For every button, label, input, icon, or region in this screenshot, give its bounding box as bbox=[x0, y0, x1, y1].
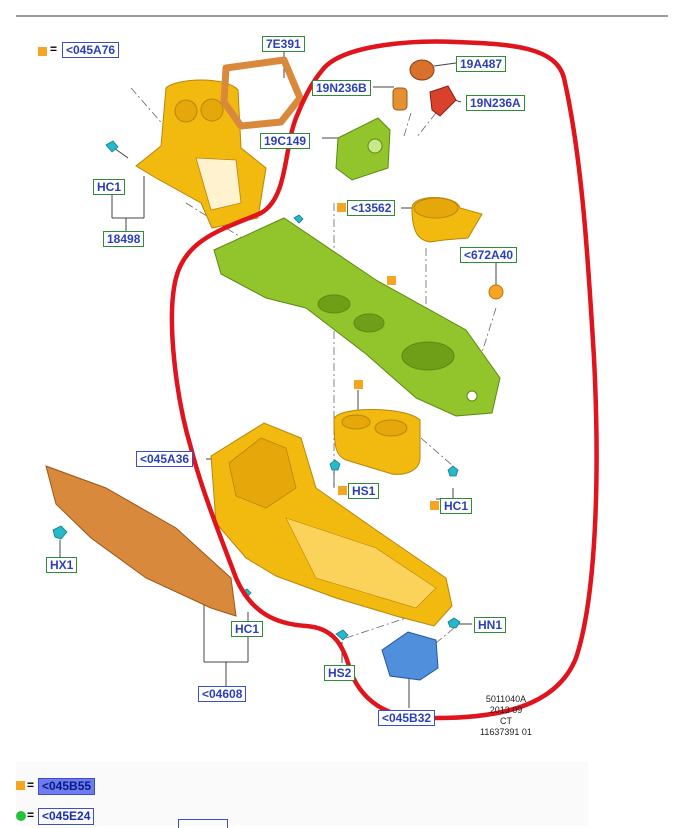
callout-hc1-bottom[interactable]: HC1 bbox=[231, 621, 264, 637]
part-672a40 bbox=[488, 284, 504, 300]
orange-square-icon bbox=[387, 276, 396, 285]
callout-13562[interactable]: <13562 bbox=[347, 200, 396, 216]
callout-19n236a[interactable]: 19N236A bbox=[466, 95, 525, 111]
callout-04608[interactable]: <04608 bbox=[198, 686, 247, 702]
part-19n236b bbox=[392, 87, 408, 111]
fasteners bbox=[52, 140, 461, 641]
callout-045a36[interactable]: <045A36 bbox=[136, 451, 194, 467]
stamp-line-2: 2013 09 bbox=[489, 705, 523, 715]
top-divider bbox=[16, 15, 668, 17]
callout-hn1[interactable]: HN1 bbox=[474, 617, 507, 633]
callout-18498[interactable]: 18498 bbox=[103, 231, 145, 247]
stamp-line-3: CT bbox=[500, 716, 512, 726]
orange-square-icon bbox=[338, 486, 347, 495]
orange-square-icon bbox=[430, 501, 439, 510]
callout-045a76[interactable]: <045A76 bbox=[62, 42, 120, 58]
orange-square-icon bbox=[38, 47, 47, 56]
callout-19a487[interactable]: 19A487 bbox=[456, 56, 507, 72]
callout-19n236b[interactable]: 19N236B bbox=[312, 80, 371, 96]
parts-diagram-drawing bbox=[45, 39, 599, 721]
equals-sign: = bbox=[27, 808, 35, 822]
selection-outline bbox=[169, 39, 599, 721]
shift-surround-part bbox=[220, 56, 304, 130]
page-top-strip bbox=[0, 0, 695, 18]
callout-672a40[interactable]: <672A40 bbox=[460, 247, 518, 263]
equals-sign: = bbox=[50, 42, 58, 56]
callout-hc1-top[interactable]: HC1 bbox=[93, 179, 126, 195]
part-19n236a bbox=[429, 85, 457, 117]
legend-panel bbox=[16, 762, 588, 825]
console-bezel-part bbox=[135, 79, 267, 229]
callout-7e391[interactable]: 7E391 bbox=[262, 36, 305, 52]
callout-045b32[interactable]: <045B32 bbox=[378, 710, 436, 726]
callout-hs2[interactable]: HS2 bbox=[324, 665, 356, 681]
part-19c149 bbox=[335, 117, 391, 181]
part-19a487 bbox=[409, 59, 435, 81]
callout-hx1[interactable]: HX1 bbox=[46, 557, 78, 573]
legend-code-045e24[interactable]: <045E24 bbox=[38, 808, 95, 825]
orange-square-icon bbox=[16, 781, 25, 790]
orange-square-icon bbox=[337, 203, 346, 212]
stamp-line-4: 11637391 01 bbox=[480, 727, 532, 737]
legend-code-045b55[interactable]: <045B55 bbox=[38, 778, 96, 795]
legend-partial-box bbox=[178, 819, 228, 828]
drawing-stamp: 5011040A 2013 09 CT 11637391 01 bbox=[466, 694, 546, 738]
callout-hc1-right[interactable]: HC1 bbox=[440, 498, 473, 514]
part-045b32 bbox=[381, 631, 439, 681]
callout-hs1[interactable]: HS1 bbox=[348, 483, 380, 499]
orange-square-icon bbox=[354, 380, 363, 389]
side-panel-part bbox=[45, 465, 237, 617]
parts-diagram: = <045A76 7E391 19A487 19N236B 19N236A 1… bbox=[16, 18, 668, 740]
stamp-line-1: 5011040A bbox=[485, 694, 527, 704]
equals-sign: = bbox=[27, 778, 35, 792]
green-dot-icon bbox=[16, 811, 26, 821]
callout-19c149[interactable]: 19C149 bbox=[260, 133, 311, 149]
